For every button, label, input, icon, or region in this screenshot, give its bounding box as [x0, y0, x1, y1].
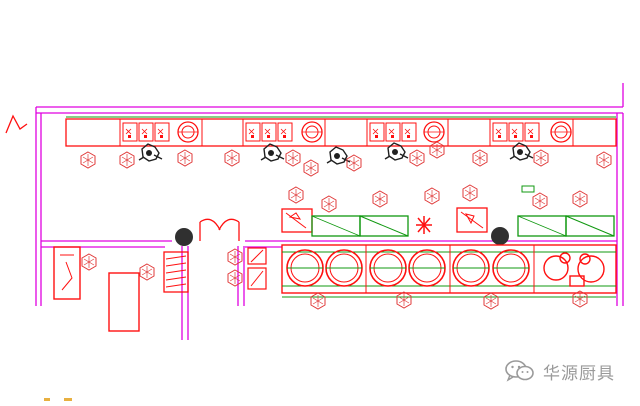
- top-counter-dividers: [119, 119, 574, 146]
- top-counter: [65, 116, 617, 147]
- door-swing: [199, 218, 240, 241]
- cooking-line: [281, 244, 617, 298]
- wok-burners: [543, 252, 605, 287]
- wechat-icon: [505, 360, 534, 382]
- edge-marks: [44, 398, 72, 401]
- watermark: 华源厨具: [505, 358, 615, 384]
- break-line-mark: [5, 114, 28, 134]
- cabinet-group-4: [492, 121, 572, 143]
- mid-equipment-row: [281, 185, 615, 237]
- watermark-text: 华源厨具: [543, 363, 615, 384]
- cabinet-group-1: [122, 121, 199, 143]
- column-right: [491, 227, 509, 245]
- left-room-fixtures: [53, 246, 267, 332]
- cabinet-group-3: [369, 121, 445, 143]
- cabinet-group-2: [245, 121, 323, 143]
- hex-markers-mid: [288, 184, 588, 213]
- fan-symbol: [416, 216, 432, 234]
- hex-markers-bottom: [310, 290, 588, 310]
- column-left: [175, 228, 193, 246]
